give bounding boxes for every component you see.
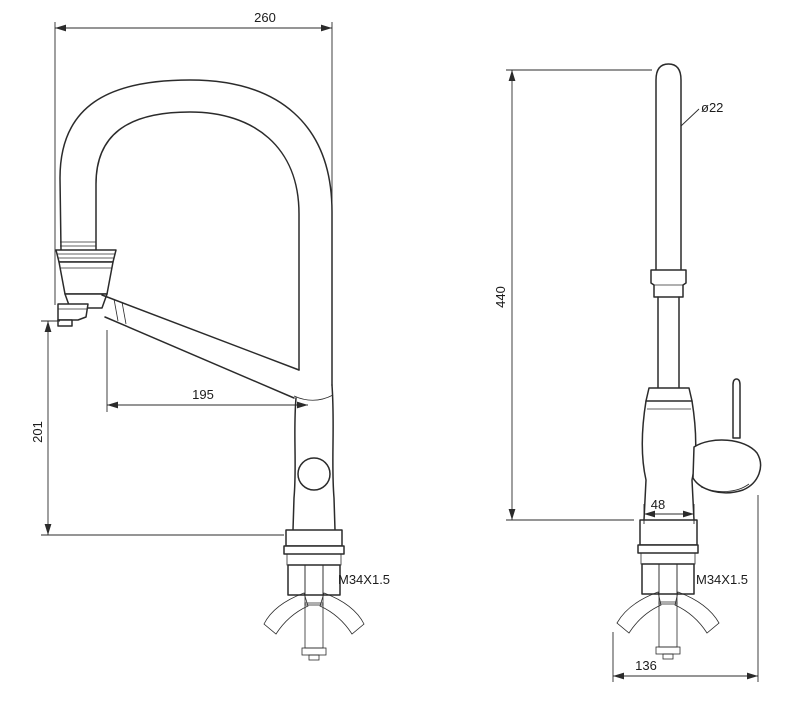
nozzle-tip [57, 319, 73, 327]
base-flange [639, 519, 698, 546]
side-thread-label: M34X1.5 [696, 572, 748, 587]
hose-fitting-tip [662, 653, 674, 660]
side-depth-label: 136 [635, 658, 657, 673]
hose-fitting [655, 646, 681, 655]
body-collar-line [293, 394, 334, 401]
front-width-label: 260 [254, 10, 276, 25]
hose-fitting [301, 647, 327, 656]
front-outlet-height-label: 201 [30, 421, 45, 443]
dimension-side-depth: 136 [612, 495, 759, 682]
rubber-gasket [286, 553, 342, 566]
supply-hoses-front [263, 592, 365, 661]
spout-pipe-bottom-edge [104, 316, 295, 399]
side-view: ø22 [493, 63, 762, 682]
dimension-side-body-diameter: 48 [643, 497, 695, 524]
spray-head-body [58, 261, 114, 295]
body-collar [645, 387, 693, 402]
dimension-front-outlet-height: 201 [30, 320, 284, 536]
leader-line [680, 108, 700, 127]
front-reach-label: 195 [192, 387, 214, 402]
rubber-gasket [640, 552, 696, 565]
handle-detail-arc [700, 483, 750, 492]
handle-joint-circle [297, 457, 331, 491]
dock-ring [113, 298, 119, 322]
spout-pipe-top-edge [101, 294, 300, 371]
spray-head-collar [55, 249, 117, 263]
front-view: 260 195 201 M34X1.5 [30, 10, 390, 661]
threaded-shank-lower [658, 593, 678, 605]
spout-pipe [101, 294, 300, 399]
body-right-edge [331, 384, 336, 531]
spray-head [55, 249, 117, 327]
dimension-side-height: 440 [493, 69, 652, 521]
pipe-connector [650, 269, 687, 298]
pipe-diameter-label: ø22 [701, 100, 723, 115]
spray-nozzle [57, 303, 89, 321]
hose-outer-edge [59, 79, 333, 386]
gooseneck-hose [59, 79, 333, 386]
body-left-edge [292, 397, 297, 531]
mounting-hardware-front [283, 545, 345, 606]
supply-hoses-side [616, 591, 720, 660]
deck-washer [283, 545, 345, 555]
faucet-body-front [285, 384, 343, 547]
threaded-shank-lower [304, 594, 324, 606]
dimension-front-reach: 195 [106, 330, 308, 412]
hose-inner-edge [95, 111, 300, 371]
dock-ring [121, 301, 127, 325]
hose-wing-right [319, 592, 365, 635]
riser-pipe [650, 63, 687, 389]
braided-hose-center [304, 602, 324, 649]
lock-nut [641, 563, 695, 595]
side-height-label: 440 [493, 286, 508, 308]
dimension-front-width: 260 [54, 10, 333, 305]
deck-washer [637, 544, 699, 554]
hose-fitting-tip [308, 654, 320, 661]
handle-lever-rod [732, 378, 741, 439]
base-flange [285, 529, 343, 547]
hose-wing-left [616, 591, 662, 634]
riser-pipe-outline [655, 63, 682, 270]
front-thread-label: M34X1.5 [338, 572, 390, 587]
hose-wing-left [263, 592, 309, 635]
hose-wing-right [674, 591, 720, 634]
side-body-diameter-label: 48 [651, 497, 665, 512]
lock-nut [287, 564, 341, 596]
handle-body [692, 439, 762, 494]
handle-side [692, 378, 762, 494]
faucet-body-side [639, 387, 698, 546]
dimension-pipe-diameter: ø22 [680, 100, 723, 127]
mounting-hardware-side [637, 544, 699, 605]
braided-hose-center [658, 601, 678, 648]
body-left-edge [641, 400, 647, 521]
